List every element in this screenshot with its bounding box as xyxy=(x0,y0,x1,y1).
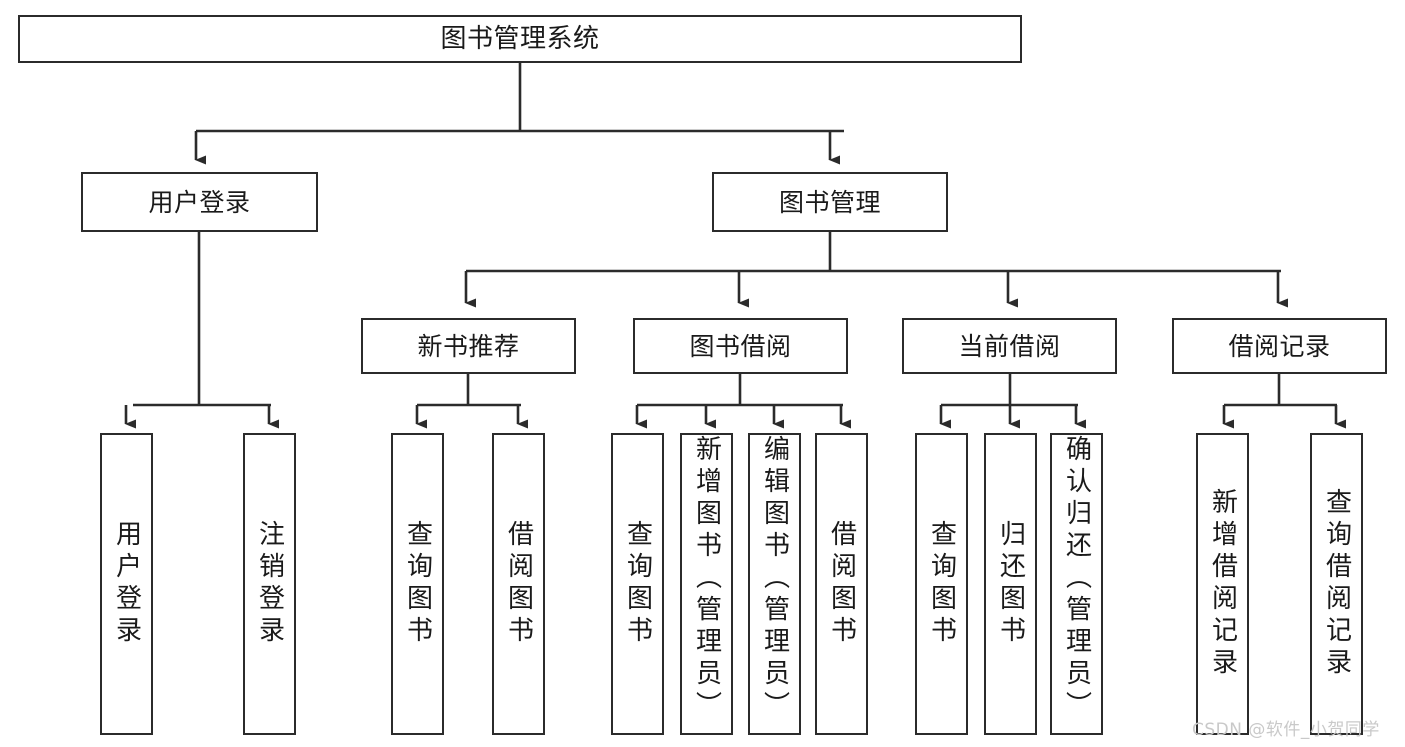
leaf-query-borrow-record[interactable]: 查询借阅记录 xyxy=(1310,433,1363,735)
node-label: 用户登录 xyxy=(111,520,142,648)
node-label: 借阅图书 xyxy=(826,520,857,648)
leaf-query-book-current[interactable]: 查询图书 xyxy=(915,433,968,735)
node-label: 图书管理 xyxy=(778,187,881,217)
node-label: 图书管理系统 xyxy=(440,23,600,54)
leaf-borrow-book[interactable]: 借阅图书 xyxy=(815,433,868,735)
node-user-login[interactable]: 用户登录 xyxy=(81,172,318,232)
node-label: 借阅图书 xyxy=(503,520,534,648)
node-label: 新书推荐 xyxy=(417,331,520,361)
node-label: 查询图书 xyxy=(402,520,433,648)
node-book-management[interactable]: 图书管理 xyxy=(712,172,948,232)
node-current-borrow[interactable]: 当前借阅 xyxy=(902,318,1117,374)
leaf-add-borrow-record[interactable]: 新增借阅记录 xyxy=(1196,433,1249,735)
leaf-add-book-admin[interactable]: 新增图书（管理员） xyxy=(680,433,733,735)
leaf-edit-book-admin[interactable]: 编辑图书（管理员） xyxy=(748,433,801,735)
node-borrow-record[interactable]: 借阅记录 xyxy=(1172,318,1387,374)
leaf-logout-login[interactable]: 注销登录 xyxy=(243,433,296,735)
node-label: 用户登录 xyxy=(148,187,251,217)
node-label: 图书借阅 xyxy=(689,331,792,361)
leaf-confirm-return-admin[interactable]: 确认归还（管理员） xyxy=(1050,433,1103,735)
node-label: 确认归还（管理员） xyxy=(1061,435,1092,723)
leaf-return-book[interactable]: 归还图书 xyxy=(984,433,1037,735)
node-label: 新增图书（管理员） xyxy=(691,435,722,723)
node-label: 注销登录 xyxy=(254,520,285,648)
node-label: 查询借阅记录 xyxy=(1321,488,1352,680)
node-book-borrow[interactable]: 图书借阅 xyxy=(633,318,848,374)
node-label: 查询图书 xyxy=(622,520,653,648)
node-label: 查询图书 xyxy=(926,520,957,648)
leaf-query-book-recommend[interactable]: 查询图书 xyxy=(391,433,444,735)
node-label: 借阅记录 xyxy=(1228,331,1331,361)
node-label: 当前借阅 xyxy=(958,331,1061,361)
node-label: 编辑图书（管理员） xyxy=(759,435,790,723)
leaf-borrow-book-recommend[interactable]: 借阅图书 xyxy=(492,433,545,735)
node-new-book-recommend[interactable]: 新书推荐 xyxy=(361,318,576,374)
leaf-user-login[interactable]: 用户登录 xyxy=(100,433,153,735)
csdn-watermark: CSDN @软件_小贺同学 xyxy=(1192,720,1380,740)
leaf-query-book-borrow[interactable]: 查询图书 xyxy=(611,433,664,735)
node-label: 新增借阅记录 xyxy=(1207,488,1238,680)
node-label: 归还图书 xyxy=(995,520,1026,648)
node-root-book-management-system[interactable]: 图书管理系统 xyxy=(18,15,1022,63)
